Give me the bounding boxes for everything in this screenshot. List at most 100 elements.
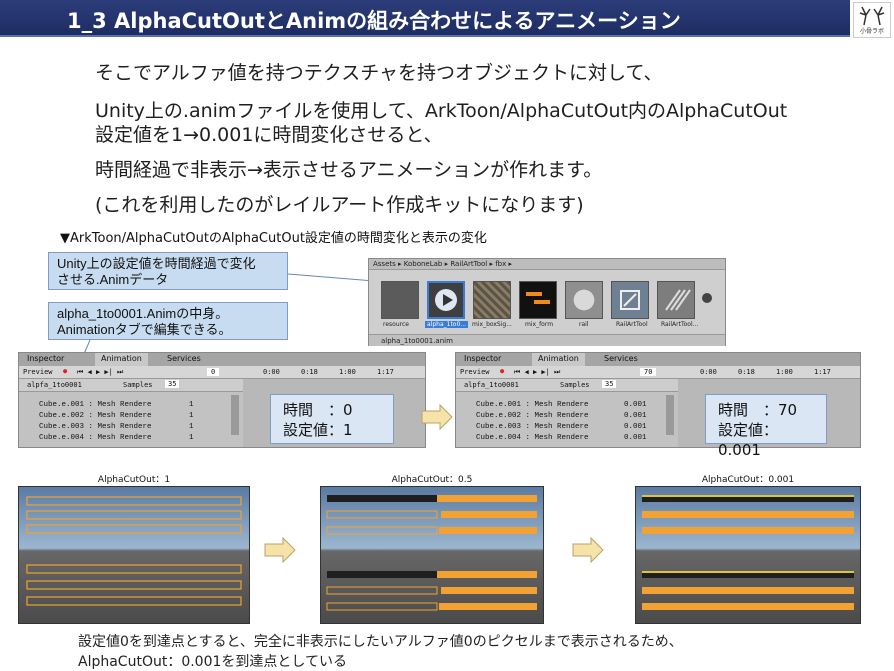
tab-inspector[interactable]: Inspector (464, 354, 502, 363)
callout-anim-contents-line1: alpha_1to0001.Animの中身。 (57, 306, 229, 321)
prop-row-name[interactable]: Cube.e.002 : Mesh Rendere (476, 412, 589, 420)
asset-rail[interactable] (565, 281, 603, 319)
tab-inspector[interactable]: Inspector (27, 354, 65, 363)
callout-left-values: 時間 ：0 設定値：1 (270, 394, 394, 444)
frame-input[interactable]: 70 (640, 368, 657, 376)
ruler-tick-1: 0:00 (263, 368, 280, 376)
asset-railarttool-prefab[interactable] (611, 281, 649, 319)
asset-breadcrumb: Assets ▸ KoboneLab ▸ RailArtTool ▸ fbx ▸ (369, 259, 725, 270)
asset-label-2: alpha_1to0... (425, 321, 469, 328)
section-caption: ▼ArkToon/AlphaCutOutのAlphaCutOut設定値の時間変化… (60, 231, 487, 246)
scene-view-2 (320, 486, 544, 624)
ruler-tick-2: 0:18 (301, 368, 318, 376)
samples-label: Samples (560, 381, 590, 389)
preview-toggle[interactable]: Preview (23, 368, 53, 376)
slide-title: 1_3 AlphaCutOutとAnimの組み合わせによるアニメーション (67, 9, 681, 33)
asset-texture-mix-box[interactable] (473, 281, 511, 319)
antler-logo-icon (859, 6, 885, 26)
prop-row-name[interactable]: Cube.e.004 : Mesh Rendere (476, 434, 589, 442)
asset-next-icon[interactable] (702, 293, 712, 303)
ruler-tick-2: 0:18 (738, 368, 755, 376)
asset-anim-file[interactable] (427, 281, 465, 319)
prop-row-name[interactable]: Cube.e.003 : Mesh Rendere (476, 423, 589, 431)
samples-input[interactable]: 35 (602, 380, 617, 388)
clip-selector[interactable]: alpfa_1to0001 (464, 381, 519, 389)
preview-toggle[interactable]: Preview (460, 368, 490, 376)
title-bar (0, 0, 850, 37)
callout-anim-data-line1: Unity上の設定値を時間経過で変化 (57, 256, 256, 271)
asset-label-6: RailArtTool (616, 321, 648, 328)
tab-services[interactable]: Services (167, 354, 201, 363)
rail-pattern-partial (326, 495, 537, 611)
tab-services[interactable]: Services (604, 354, 638, 363)
setting-value: 設定値：0.001 (718, 421, 779, 459)
body-line-4: 時間経過で非表示→表示させるアニメーションが作れます。 (95, 159, 603, 181)
asset-texture-mix-form[interactable] (519, 281, 557, 319)
scene-view-3 (635, 486, 861, 624)
arrow-right-icon (421, 403, 453, 431)
logo-text: 小骨ラボ (859, 28, 884, 35)
ruler-tick-3: 1:00 (339, 368, 356, 376)
asset-label-7: RailArtTool... (661, 321, 699, 328)
callout-right-values: 時間 ：70 設定値：0.001 (705, 394, 827, 459)
asset-browser: Assets ▸ KoboneLab ▸ RailArtTool ▸ fbx ▸… (368, 258, 726, 346)
prop-row-value[interactable]: 0.001 (624, 412, 647, 420)
prop-row-name[interactable]: Cube.e.001 : Mesh Rendere (39, 401, 152, 409)
prop-row-value[interactable]: 0.001 (624, 434, 647, 442)
body-line-2: Unity上の.animファイルを使用して、ArkToon/AlphaCutOu… (95, 100, 788, 122)
prop-row-name[interactable]: Cube.e.003 : Mesh Rendere (39, 423, 152, 431)
ruler-tick-1: 0:00 (700, 368, 717, 376)
rails-icon (665, 289, 691, 311)
ruler-tick-4: 1:17 (814, 368, 831, 376)
prop-row-value[interactable]: 1 (189, 401, 194, 409)
tab-animation[interactable]: Animation (95, 353, 148, 366)
body-line-3: 設定値を1→0.001に時間変化させると、 (95, 124, 443, 146)
footer-note-1: 設定値0を到達点とすると、完全に非表示にしたいアルファ値0のピクセルまで表示され… (78, 634, 683, 650)
prop-row-value[interactable]: 1 (189, 434, 194, 442)
record-icon[interactable]: ● (63, 367, 68, 375)
scene-label-1: AlphaCutOut：1 (97, 475, 171, 485)
prop-row-value[interactable]: 0.001 (624, 401, 647, 409)
scrollbar[interactable] (666, 395, 674, 435)
prop-row-value[interactable]: 0.001 (624, 423, 647, 431)
footer-note-2: AlphaCutOut：0.001を到達点としている (78, 654, 347, 670)
callout-anim-data: Unity上の設定値を時間経過で変化 させる.Animデータ (48, 252, 288, 290)
arrow-right-icon (264, 536, 296, 564)
prop-row-value[interactable]: 1 (189, 412, 194, 420)
samples-input[interactable]: 35 (165, 380, 180, 388)
asset-label-3: mix_boxSig... (472, 321, 512, 328)
clip-selector[interactable]: alpfa_1to0001 (27, 381, 82, 389)
callout-anim-contents-line2: Animationタブで編集できる。 (57, 322, 232, 337)
transport-controls[interactable]: ⏮ ◀ ▶ ▶| ⏭ (514, 368, 561, 376)
record-icon[interactable]: ● (500, 367, 505, 375)
frame-input[interactable]: 0 (207, 368, 220, 376)
scrollbar[interactable] (231, 395, 239, 435)
asset-railarttool-2[interactable] (657, 281, 695, 319)
setting-value: 設定値：1 (283, 421, 353, 439)
callout-anim-data-line2: させる.Animデータ (57, 272, 169, 287)
scene-label-3: AlphaCutOut：0.001 (701, 475, 795, 485)
time-value: 時間 ：70 (718, 401, 798, 419)
asset-footer-file: alpha_1to0001.anim (381, 337, 453, 345)
form-texture-icon (526, 292, 550, 304)
rail-pattern-full (642, 495, 854, 610)
callout-anim-contents: alpha_1to0001.Animの中身。 Animationタブで編集できる… (48, 302, 288, 340)
asset-label-5: rail (579, 321, 589, 328)
prefab-icon (620, 290, 640, 310)
asset-label-1: resource (383, 321, 409, 328)
asset-label-4: mix_form (525, 321, 554, 328)
asset-footer: alpha_1to0001.anim (369, 334, 725, 346)
prop-row-name[interactable]: Cube.e.001 : Mesh Rendere (476, 401, 589, 409)
body-line-1: そこでアルファ値を持つテクスチャを持つオブジェクトに対して、 (95, 62, 663, 84)
samples-label: Samples (123, 381, 153, 389)
scene-label-2: AlphaCutOut：0.5 (391, 475, 473, 485)
rail-pattern-outline (26, 496, 242, 606)
prop-row-name[interactable]: Cube.e.004 : Mesh Rendere (39, 434, 152, 442)
arrow-right-icon (572, 536, 604, 564)
prop-row-name[interactable]: Cube.e.002 : Mesh Rendere (39, 412, 152, 420)
tab-animation[interactable]: Animation (532, 353, 585, 366)
asset-folder-resource[interactable] (381, 281, 419, 319)
prop-row-value[interactable]: 1 (189, 423, 194, 431)
ruler-tick-3: 1:00 (776, 368, 793, 376)
transport-controls[interactable]: ⏮ ◀ ▶ ▶| ⏭ (77, 368, 124, 376)
